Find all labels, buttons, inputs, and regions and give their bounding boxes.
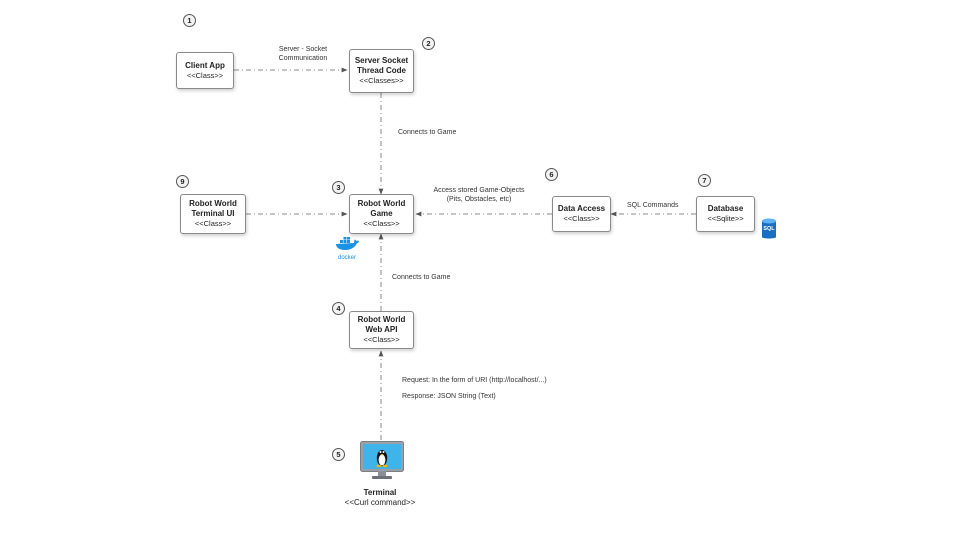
edge-label-game-dataaccess: Access stored Game-Objects (Pits, Obstac… [424,186,534,204]
node-title: Terminal [363,488,397,497]
node-stereotype: <<Classes>> [359,76,404,85]
node-stereotype: <<Class>> [186,70,224,80]
edge-label-server-game: Connects to Game [398,129,457,136]
title-line: Game [370,209,393,218]
database-node[interactable]: Database <<Sqlite>> [696,196,755,232]
title-line: Robot World [357,315,406,324]
title-line: Server Socket [354,56,409,65]
docker-label: docker [337,255,356,261]
title-line: Thread Code [357,66,406,75]
edge-label-line: Access stored Game-Objects [433,187,525,194]
node-title: Robot World Web API [358,315,406,335]
badge-1: 1 [183,14,196,27]
badge-7: 7 [698,174,711,187]
edge-label-client-server: Server - Socket Communication [268,45,338,63]
node-stereotype: <<Class>> [363,335,400,344]
badge-9: 9 [176,175,189,188]
node-stereotype: <<Class>> [563,214,600,223]
node-title: Database [707,204,744,213]
edge-label-dataaccess-db: SQL Commands [627,202,679,209]
edge-label-api-game: Connects to Game [392,274,451,281]
node-title: Robot World Terminal UI [189,199,237,219]
sql-label: SQL [763,226,775,232]
node-stereotype: <<Class>> [194,219,232,228]
badge-3: 3 [332,181,345,194]
badge-2: 2 [422,37,435,50]
terminal-node-label: Terminal <<Curl command>> [330,488,430,508]
edge-label-line: Server - Socket [278,46,328,53]
client-app-node[interactable]: Client App <<Class>> [176,52,234,89]
web-api-node[interactable]: Robot World Web API <<Class>> [349,311,414,349]
edge-label-request: Request: In the form of URI (http://loca… [402,377,547,384]
node-title: Data Access [557,204,606,213]
badge-5: 5 [332,448,345,461]
title-line: Web API [365,325,398,334]
title-line: Robot World [357,199,406,208]
linux-terminal-icon [360,441,404,481]
edge-label-line: Communication [278,55,328,62]
title-line: Terminal UI [191,209,235,218]
sql-database-icon: SQL [761,218,777,240]
title-line: Robot World [189,199,237,208]
node-title: Client App [185,60,225,70]
badge-6: 6 [545,168,558,181]
node-title: Robot World Game [358,199,406,219]
server-socket-node[interactable]: Server Socket Thread Code <<Classes>> [349,49,414,93]
edge-label-line: (Pits, Obstacles, etc) [446,196,512,203]
node-stereotype: <<Class>> [363,219,400,228]
node-stereotype: <<Curl command>> [344,498,416,507]
edge-label-response: Response: JSON String (Text) [402,393,496,400]
badge-4: 4 [332,302,345,315]
robot-world-game-node[interactable]: Robot World Game <<Class>> [349,194,414,234]
terminal-ui-node[interactable]: Robot World Terminal UI <<Class>> [180,194,246,234]
node-stereotype: <<Sqlite>> [707,214,744,223]
node-title: Server Socket Thread Code [355,56,408,76]
docker-icon: docker [334,237,360,261]
data-access-node[interactable]: Data Access <<Class>> [552,196,611,232]
